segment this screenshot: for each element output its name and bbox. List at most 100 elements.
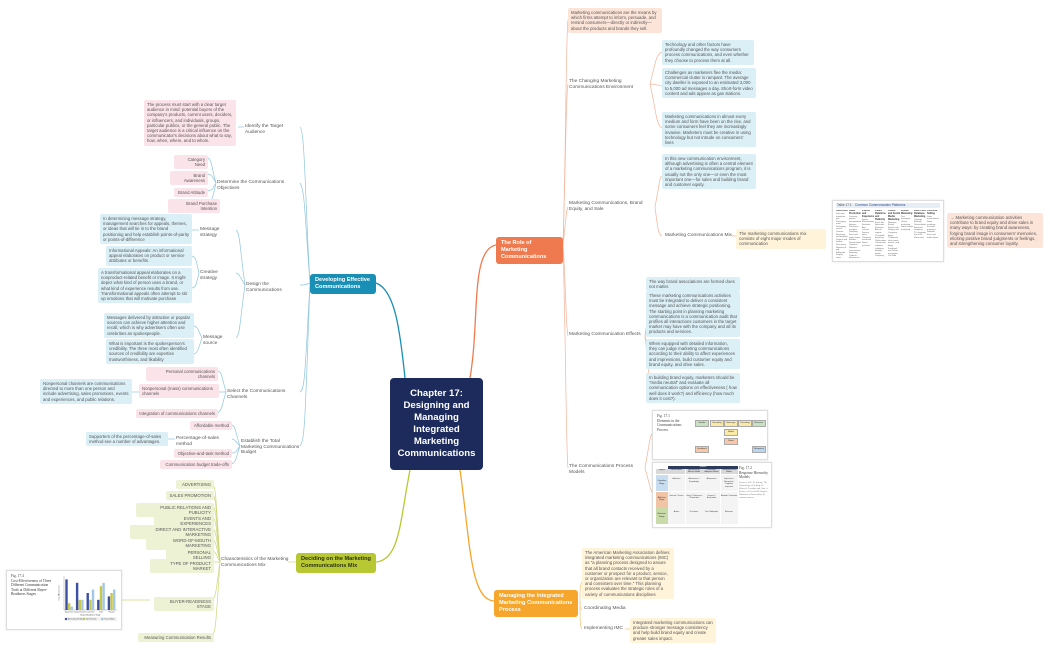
legend-swatch bbox=[83, 618, 85, 620]
table-communication-platforms-card[interactable]: Table 17.1 Common Communication Platform… bbox=[832, 200, 944, 262]
note-credibility[interactable]: What is important is the spokesperson's … bbox=[106, 339, 194, 364]
branch-deciding-communications-mix[interactable]: Deciding on the Marketing Communications… bbox=[296, 553, 376, 573]
table-cell: Packaging inserts bbox=[836, 225, 846, 231]
topic-implementing-imc[interactable]: Implementing IMC bbox=[584, 626, 623, 631]
x-tick-label: Order bbox=[99, 611, 104, 614]
table-cell: Directories bbox=[836, 244, 846, 247]
topic-creative-strategy[interactable]: Creative strategy bbox=[200, 270, 218, 281]
note-percentage-of-sales[interactable]: Supporters of the percentage-of-sales me… bbox=[86, 432, 168, 447]
topic-message-strategy[interactable]: Message strategy bbox=[200, 227, 220, 238]
note-invasive[interactable]: Marketing communications in almost every… bbox=[662, 112, 756, 148]
topic-communication-objectives[interactable]: Determine the Communications Objectives bbox=[217, 180, 285, 191]
x-axis-label: Buyer-Readiness Stage bbox=[81, 614, 101, 617]
mix-item-advertising[interactable]: ADVERTISING bbox=[176, 480, 214, 490]
note-nonpersonal-channels[interactable]: Nonpersonal channels are communications … bbox=[40, 379, 132, 404]
table-cell: Packaging outer bbox=[836, 220, 846, 226]
table-cell: Text messages bbox=[901, 215, 911, 221]
budget-percentage-of-sales[interactable]: Percentage-of-sales method bbox=[176, 436, 219, 447]
topic-identify-target-audience[interactable]: Identify the Target Audience bbox=[245, 124, 284, 135]
topic-channel-integration[interactable]: Integration of communications channels bbox=[136, 409, 218, 419]
note-imc-impact[interactable]: Integrated marketing communications can … bbox=[630, 618, 716, 643]
objective-purchase-intention[interactable]: Brand Purchase Intention bbox=[168, 199, 220, 214]
topic-design-communications[interactable]: Design the Communications bbox=[246, 282, 282, 293]
budget-objective-and-task[interactable]: Objective-and-task method bbox=[174, 449, 232, 459]
table-cell: Company blogs bbox=[888, 232, 897, 237]
legend-label: Sales Promotion bbox=[86, 618, 97, 621]
fig1-box: Decoding bbox=[738, 420, 752, 427]
topic-communication-channels[interactable]: Select the Communications Channels bbox=[227, 389, 286, 400]
table-column-header: Advertising bbox=[836, 210, 848, 212]
budget-affordable-method[interactable]: Affordable method bbox=[190, 421, 232, 431]
topic-marketing-budget[interactable]: Establish the Total Marketing Communicat… bbox=[241, 439, 300, 456]
budget-trade-offs[interactable]: Communication budget trade-offs bbox=[160, 460, 232, 470]
mix-item-personal-selling[interactable]: PERSONAL SELLING bbox=[166, 548, 214, 563]
mix-item-buyer-readiness[interactable]: BUYER-READINESS STAGE bbox=[154, 597, 214, 612]
note-associations[interactable]: The way brand associations are formed do… bbox=[646, 277, 740, 292]
table-cell: Street activities bbox=[862, 242, 870, 247]
topic-changing-environment[interactable]: The Changing Marketing Communications En… bbox=[569, 79, 633, 90]
topic-mix-characteristics[interactable]: Characteristics of the Marketing Communi… bbox=[221, 557, 289, 568]
legend-box bbox=[64, 617, 117, 621]
mix-item-direct-interactive[interactable]: DIRECT AND INTERACTIVE MARKETING bbox=[130, 525, 214, 540]
note-integration-audit[interactable]: These marketing communications activitie… bbox=[646, 291, 740, 337]
note-judge-communications[interactable]: When equipped with detailed information,… bbox=[646, 339, 740, 370]
legend-label: Personal Selling bbox=[104, 618, 115, 621]
note-target-audience[interactable]: The process must start with a clear targ… bbox=[144, 100, 236, 146]
topic-nonpersonal-channels[interactable]: Nonpersonal (mass) communications channe… bbox=[139, 384, 219, 399]
table-title: Common Communication Platforms bbox=[855, 202, 906, 207]
objective-category-need[interactable]: Category Need bbox=[174, 155, 208, 170]
table-cell: E-mail bbox=[888, 224, 894, 227]
table-cell: Facebook and Twitter messages, YouTube c… bbox=[888, 247, 899, 258]
fig2-cell: Action bbox=[668, 508, 685, 524]
topic-communication-effects[interactable]: Marketing Communication Effects bbox=[569, 332, 641, 337]
fig1-box: Response bbox=[752, 446, 766, 453]
bar bbox=[107, 596, 111, 610]
table-cell: Catalogs bbox=[914, 218, 923, 221]
table-cell: Company magazine bbox=[875, 255, 884, 258]
note-ama-definition[interactable]: The American Marketing Association defin… bbox=[582, 548, 674, 599]
note-technology[interactable]: Technology and other factors have profou… bbox=[662, 40, 754, 65]
branch-managing-imc[interactable]: Managing the Integrated Marketing Commun… bbox=[494, 590, 578, 617]
table-cell: Low-interest financing bbox=[849, 249, 861, 255]
branch-developing-effective-communications[interactable]: Developing Effective Communications bbox=[310, 274, 376, 294]
note-communication-environment[interactable]: In this new communication environment, a… bbox=[662, 154, 756, 190]
mix-item-public-relations[interactable]: PUBLIC RELATIONS AND PUBLICITY bbox=[136, 503, 214, 518]
mix-item-measuring-results[interactable]: Measuring Communication Results bbox=[138, 633, 214, 643]
topic-personal-channels[interactable]: Personal communications channels bbox=[146, 367, 218, 382]
branch-role-of-marketing-communications[interactable]: The Role of Marketing Communications bbox=[496, 237, 563, 264]
note-eight-modes[interactable]: The marketing communications mix consist… bbox=[736, 229, 826, 249]
mix-item-sales-promotion[interactable]: SALES PROMOTION bbox=[166, 491, 214, 501]
role-definition-note[interactable]: Marketing communications are the means b… bbox=[568, 8, 662, 33]
fig2-cell: Attitude / Intention bbox=[720, 491, 738, 508]
note-transformational-appeal[interactable]: A transformational appeal elaborates on … bbox=[98, 268, 192, 304]
note-informational-appeals[interactable]: Informational Appeals: An informational … bbox=[106, 246, 192, 266]
note-media-neutral[interactable]: In building brand equity, marketers shou… bbox=[646, 373, 740, 404]
mix-item-word-of-mouth[interactable]: WORD-OF-MOUTH MARKETING bbox=[146, 536, 214, 551]
topic-message-source[interactable]: Message source bbox=[203, 335, 223, 346]
root-topic[interactable]: Chapter 17: Designing and Managing Integ… bbox=[390, 378, 483, 470]
objective-brand-awareness[interactable]: Brand Awareness bbox=[170, 171, 208, 186]
note-message-strategy[interactable]: In determining message strategy, managem… bbox=[100, 214, 192, 245]
bar bbox=[78, 599, 81, 610]
topic-coordinating-media[interactable]: Coordinating Media bbox=[584, 606, 626, 611]
note-clutter[interactable]: Challenges as marketers flee the media: … bbox=[662, 68, 756, 99]
table-cell: Brochures and booklets bbox=[836, 233, 848, 239]
table-column-header: Sales Promotion bbox=[849, 210, 861, 215]
table-cell: Posters and leaflets bbox=[836, 238, 848, 244]
table-cell: Fairs and trade shows bbox=[849, 233, 861, 239]
note-attractive-sources[interactable]: Messages delivered by attractive or popu… bbox=[104, 313, 194, 338]
table-cell: Press kits bbox=[875, 221, 885, 224]
topic-communications-mix[interactable]: Marketing Communications Mix bbox=[665, 233, 732, 238]
mix-item-product-market[interactable]: TYPE OF PRODUCT MARKET bbox=[150, 559, 214, 574]
topic-process-models[interactable]: The Communications Process Models bbox=[569, 464, 633, 475]
mix-item-events[interactable]: EVENTS AND EXPERIENCES bbox=[154, 514, 214, 529]
topic-brand-equity-and-sale[interactable]: Marketing Communications, Brand Equity, … bbox=[569, 201, 643, 212]
figure-cost-effectiveness[interactable]: Fig. 17.4 Cost-Effectiveness of Three Di… bbox=[6, 570, 122, 630]
figure-communications-process[interactable]: Fig. 17.1 Elements in the Communications… bbox=[652, 410, 768, 460]
note-equity-contribution[interactable]: → Marketing communication activities con… bbox=[947, 213, 1043, 249]
figure-response-hierarchy[interactable]: Fig. 17.2 Response Hierarchy Models Sour… bbox=[652, 462, 772, 528]
objective-brand-attitude[interactable]: Brand Attitude bbox=[174, 188, 208, 198]
